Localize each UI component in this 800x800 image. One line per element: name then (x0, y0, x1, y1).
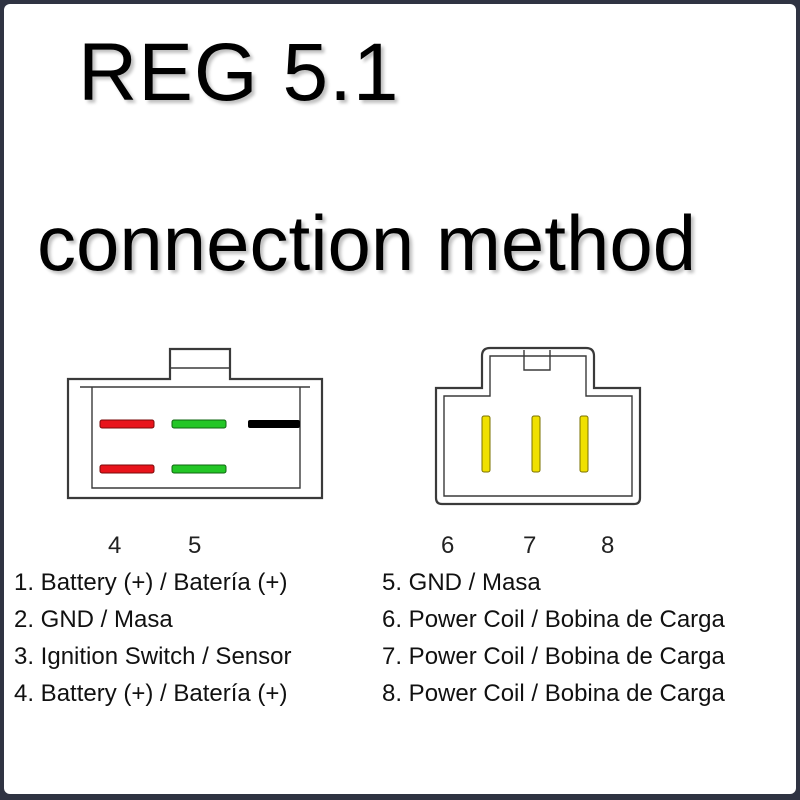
legend-item: 5. GND / Masa (382, 569, 541, 596)
pin-2-terminal (171, 419, 227, 429)
legend-item: 3. Ignition Switch / Sensor (14, 643, 292, 670)
pin-3-terminal (248, 420, 300, 428)
pin-5-terminal (171, 464, 227, 474)
legend-item: 4. Battery (+) / Batería (+) (14, 680, 288, 707)
pin-6-terminal (481, 415, 491, 473)
pin-label-7: 7 (523, 532, 537, 559)
legend-item: 7. Power Coil / Bobina de Carga (382, 643, 725, 670)
pin-4-terminal (99, 464, 155, 474)
legend-item: 2. GND / Masa (14, 606, 173, 633)
legend-right: 5. GND / Masa 6. Power Coil / Bobina de … (382, 564, 725, 712)
image-frame: REG 5.1 connection method 4 5 6 7 8 (4, 4, 796, 794)
legend-item: 1. Battery (+) / Batería (+) (14, 569, 288, 596)
pin-7-terminal (531, 415, 541, 473)
title-line-2: connection method (37, 199, 697, 287)
legend-item: 6. Power Coil / Bobina de Carga (382, 606, 725, 633)
right-connector (434, 346, 642, 506)
right-connector-inner (443, 355, 633, 497)
pin-8-terminal (579, 415, 589, 473)
title-line-1: REG 5.1 (78, 27, 400, 118)
left-connector (66, 347, 324, 500)
pin-label-4: 4 (108, 532, 122, 559)
legend-item: 8. Power Coil / Bobina de Carga (382, 680, 725, 707)
pin-label-6: 6 (441, 532, 455, 559)
pin-label-8: 8 (601, 532, 615, 559)
pin-1-terminal (99, 419, 155, 429)
pin-label-5: 5 (188, 532, 202, 559)
connector-diagram (66, 346, 642, 506)
legend-left: 1. Battery (+) / Batería (+) 2. GND / Ma… (14, 564, 291, 712)
right-connector-latch (523, 350, 551, 371)
left-connector-inner-wall (91, 387, 301, 489)
